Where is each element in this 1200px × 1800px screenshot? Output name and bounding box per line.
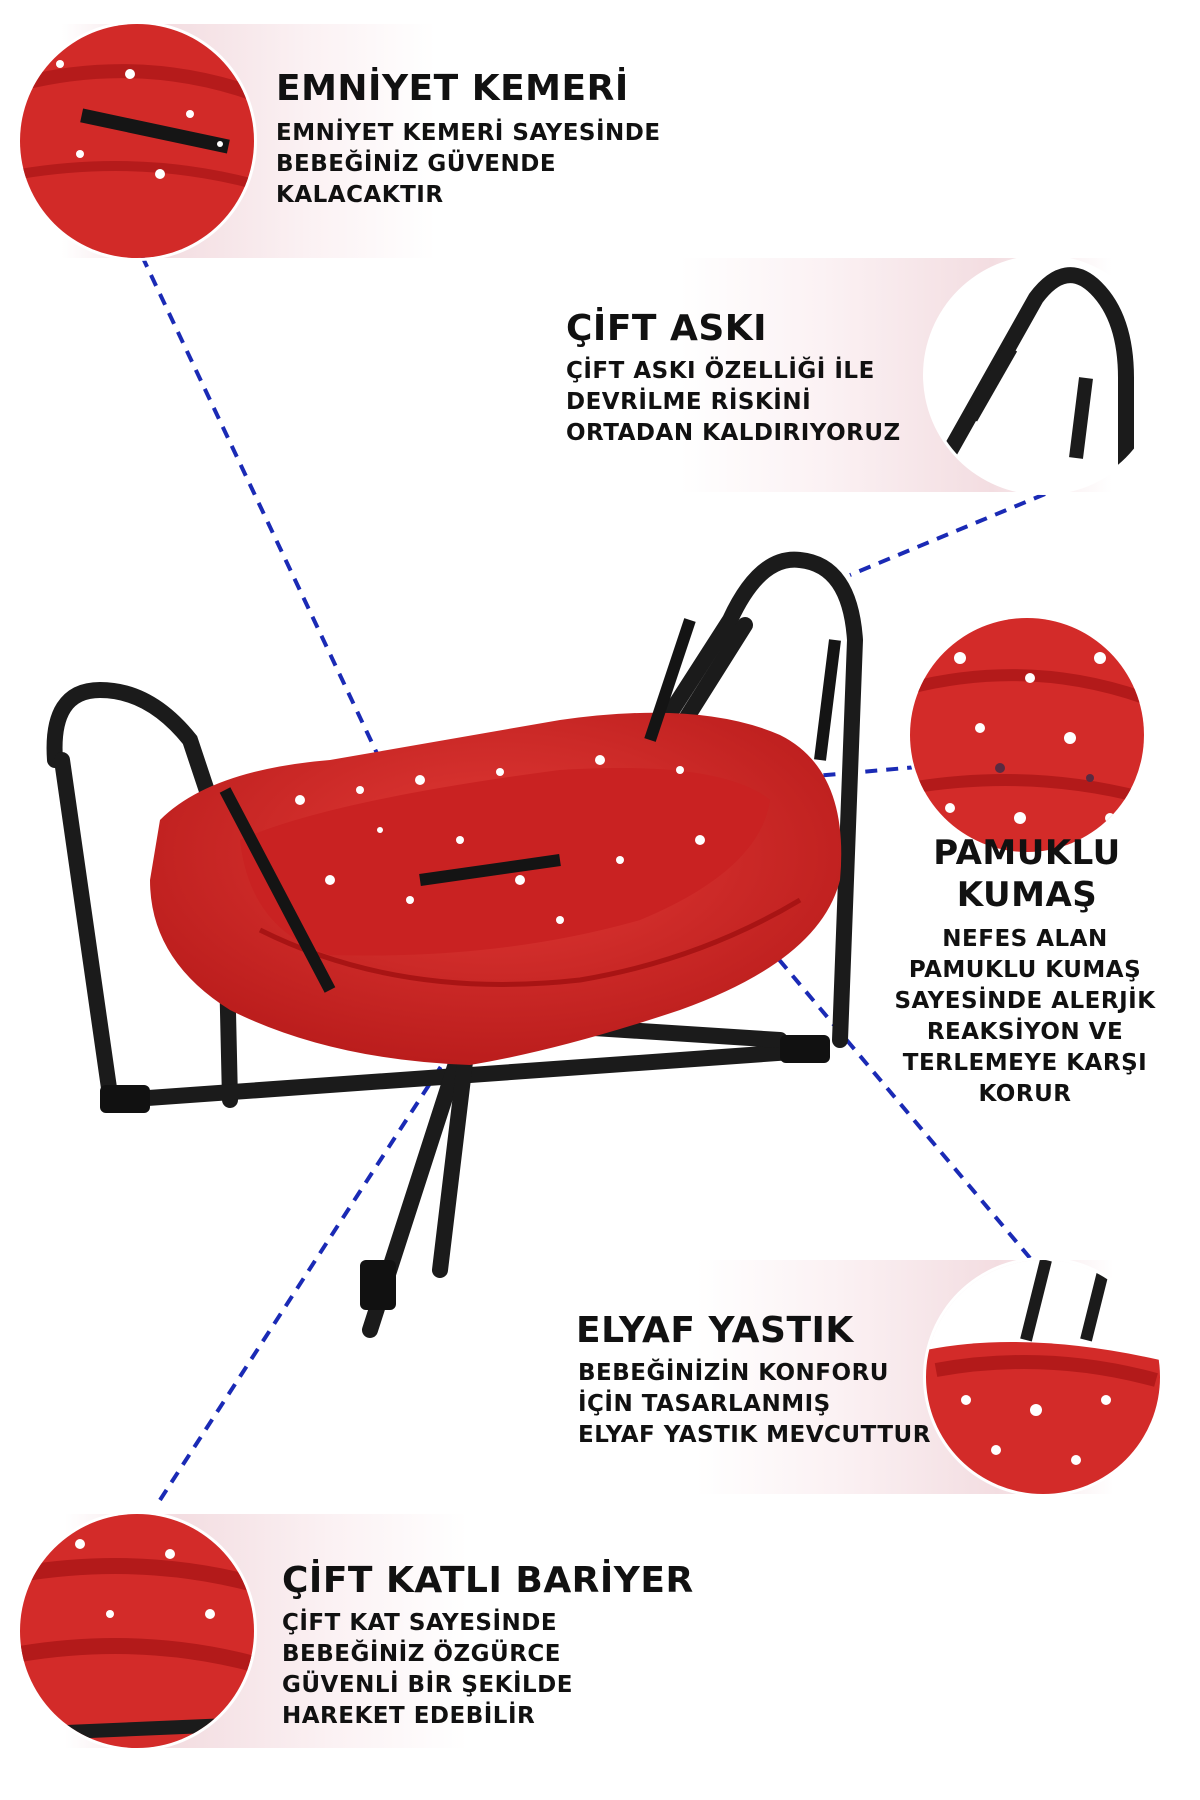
double-barrier-detail-image bbox=[20, 1514, 254, 1748]
cotton-fabric-desc-line: PAMUKLU KUMAŞ bbox=[908, 957, 1142, 983]
double-hanger-desc-line: ÇİFT ASKI ÖZELLİĞİ İLE bbox=[566, 358, 875, 384]
cotton-fabric-desc-line: REAKSİYON VE bbox=[926, 1019, 1124, 1045]
cotton-fabric-desc-line: TERLEMEYE KARŞI bbox=[902, 1050, 1148, 1076]
seatbelt-desc-line: BEBEĞİNİZ GÜVENDE bbox=[276, 151, 557, 177]
frame-joints bbox=[100, 1035, 830, 1310]
fiber-pillow-desc-line: ELYAF YASTIK MEVCUTTUR bbox=[578, 1422, 931, 1448]
cotton-fabric-desc-line: NEFES ALAN bbox=[942, 926, 1108, 952]
seatbelt-description: EMNİYET KEMERİ SAYESİNDE BEBEĞİNİZ GÜVEN… bbox=[276, 118, 661, 211]
cotton-fabric-detail-image bbox=[910, 618, 1144, 852]
double-hanger-desc-line: DEVRİLME RİSKİNİ bbox=[566, 389, 812, 415]
seatbelt-desc-line: EMNİYET KEMERİ SAYESİNDE bbox=[276, 120, 661, 146]
seatbelt-desc-line: KALACAKTIR bbox=[276, 182, 444, 208]
double-hanger-detail-image bbox=[926, 258, 1160, 492]
double-hanger-title: ÇİFT ASKI bbox=[566, 308, 768, 349]
double-barrier-title: ÇİFT KATLI BARİYER bbox=[282, 1560, 694, 1601]
star-pattern bbox=[295, 755, 705, 924]
fiber-pillow-title: ELYAF YASTIK bbox=[576, 1310, 854, 1351]
double-hanger-description: ÇİFT ASKI ÖZELLİĞİ İLE DEVRİLME RİSKİNİ … bbox=[566, 356, 901, 449]
double-barrier-desc-line: ÇİFT KAT SAYESİNDE bbox=[282, 1610, 558, 1636]
fabric-cradle bbox=[150, 712, 842, 1065]
cotton-fabric-title-line: PAMUKLU bbox=[933, 833, 1121, 873]
fiber-pillow-detail-image bbox=[926, 1260, 1160, 1494]
guide-line-double-hanger bbox=[849, 492, 1046, 577]
seatbelt-detail-image bbox=[20, 24, 254, 258]
double-barrier-description: ÇİFT KAT SAYESİNDE BEBEĞİNİZ ÖZGÜRCE GÜV… bbox=[282, 1608, 573, 1732]
fiber-pillow-description: BEBEĞİNİZİN KONFORU İÇİN TASARLANMIŞ ELY… bbox=[578, 1358, 931, 1451]
cotton-fabric-title: PAMUKLU KUMAŞ bbox=[900, 832, 1154, 916]
cotton-fabric-title-line: KUMAŞ bbox=[956, 875, 1098, 915]
fiber-pillow-desc-line: İÇİN TASARLANMIŞ bbox=[578, 1391, 831, 1417]
fiber-pillow-desc-line: BEBEĞİNİZİN KONFORU bbox=[578, 1360, 889, 1386]
double-barrier-desc-line: HAREKET EDEBİLİR bbox=[282, 1703, 536, 1729]
cotton-fabric-description: NEFES ALAN PAMUKLU KUMAŞ SAYESİNDE ALERJ… bbox=[860, 924, 1190, 1110]
double-barrier-desc-line: GÜVENLİ BİR ŞEKİLDE bbox=[282, 1672, 573, 1698]
double-barrier-desc-line: BEBEĞİNİZ ÖZGÜRCE bbox=[282, 1641, 561, 1667]
cotton-fabric-desc-line: SAYESİNDE ALERJİK bbox=[894, 988, 1156, 1014]
seatbelt-title: EMNİYET KEMERİ bbox=[276, 68, 629, 109]
double-hanger-desc-line: ORTADAN KALDIRIYORUZ bbox=[566, 420, 901, 446]
straps bbox=[219, 618, 841, 993]
cotton-fabric-desc-line: KORUR bbox=[978, 1081, 1072, 1107]
